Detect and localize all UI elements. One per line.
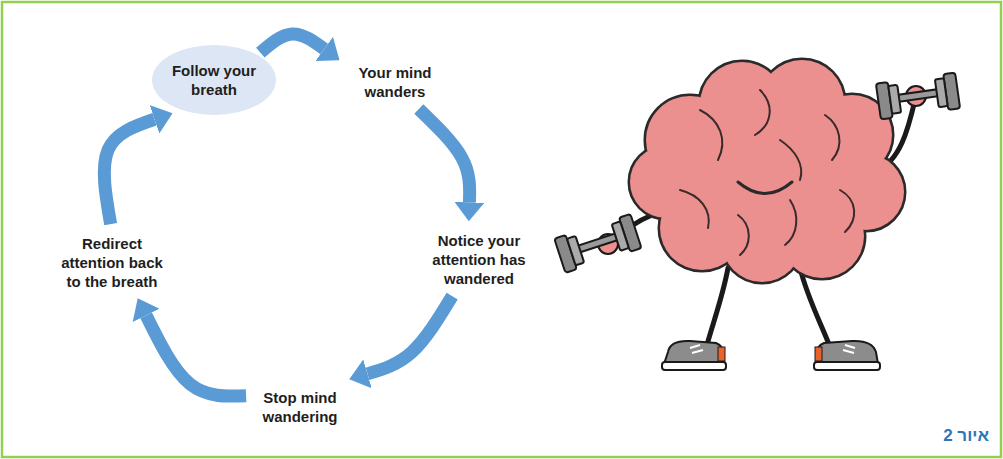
dumbbell-weight <box>888 85 901 114</box>
brain-lobe <box>695 102 835 242</box>
brain-fold <box>738 215 749 255</box>
cycle-arrow <box>367 296 452 374</box>
step-text: Follow your breath <box>164 61 264 99</box>
brain-outline <box>630 60 904 282</box>
step-text: Stop mind wandering <box>253 388 348 426</box>
ellipse-outline <box>152 45 276 115</box>
brain-smile <box>738 182 792 194</box>
brain-leg <box>705 268 728 352</box>
brain-fold <box>755 90 770 135</box>
brain-lobe <box>630 146 702 218</box>
cycle-step: Your mind wanders <box>345 58 445 106</box>
brain-fill <box>630 60 904 282</box>
cycle-arrow <box>104 119 154 224</box>
shoe-sole <box>662 362 726 370</box>
cycle-step: Stop mind wandering <box>250 384 350 430</box>
cycle-arrow <box>419 109 470 202</box>
brain-lobe <box>630 146 702 218</box>
step-text: Notice your attention has wandered <box>422 231 537 288</box>
brain-fold <box>825 115 839 160</box>
brain-folds <box>680 90 854 255</box>
brain-fold <box>840 190 854 232</box>
dumbbell <box>876 73 960 120</box>
shoe <box>664 341 724 364</box>
dumbbell-weight <box>567 236 584 265</box>
dumbbell <box>554 214 641 273</box>
shoe-sole <box>814 362 880 370</box>
shoe-accent <box>718 347 725 361</box>
ellipse-fill <box>152 45 276 115</box>
start-ellipse: Follow your breath <box>152 45 276 115</box>
shoe <box>816 341 878 364</box>
shoe-stripe <box>690 345 703 353</box>
step-text: Your mind wanders <box>348 63 443 101</box>
dumbbell-weight <box>935 78 948 107</box>
cycle-step: Redirect attention back to the breath <box>50 228 174 296</box>
brain-fold <box>785 200 796 245</box>
cycle-arrow <box>146 315 246 396</box>
cycle-step: Notice your attention has wandered <box>418 225 540 293</box>
brain-fold <box>780 140 801 180</box>
brain-fold <box>700 110 722 160</box>
step-text: Redirect attention back to the breath <box>53 234 171 291</box>
cycle-arrow <box>260 34 324 53</box>
figure-number: איור 2 <box>943 426 989 446</box>
dumbbell-weight <box>612 221 629 250</box>
shoe-stripe <box>843 345 855 353</box>
brain-illustration <box>554 60 960 370</box>
brain-fold <box>680 190 709 228</box>
shoe-accent <box>815 347 822 361</box>
brain-leg <box>800 268 832 352</box>
